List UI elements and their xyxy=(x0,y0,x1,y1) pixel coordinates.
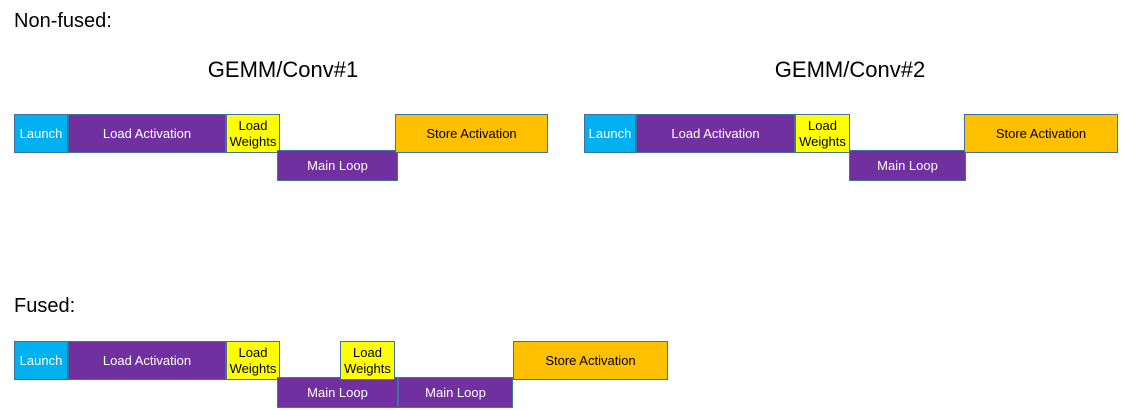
bar-load-weights-1: Load Weights xyxy=(226,341,280,380)
bar-label: Main Loop xyxy=(877,158,938,173)
bar-main-loop: Main Loop xyxy=(277,150,398,181)
bar-label: Load Weights xyxy=(229,117,277,149)
bar-label: Main Loop xyxy=(307,158,368,173)
bar-label: Store Activation xyxy=(545,353,636,368)
bar-label: Store Activation xyxy=(426,126,517,141)
bar-label: Store Activation xyxy=(995,126,1087,141)
bar-launch: Launch xyxy=(14,114,68,153)
bar-label: Load Activation xyxy=(102,353,192,368)
bar-store-activation: Store Activation xyxy=(395,114,548,153)
bar-load-activation: Load Activation xyxy=(636,114,795,153)
bar-label: Load Weights xyxy=(799,117,846,149)
bar-launch: Launch xyxy=(14,341,68,380)
bar-main-loop: Main Loop xyxy=(849,150,966,181)
bar-store-activation: Store Activation xyxy=(513,341,668,380)
bar-load-activation: Load Activation xyxy=(68,114,226,153)
bar-launch: Launch xyxy=(584,114,636,153)
bar-load-activation: Load Activation xyxy=(68,341,226,380)
bar-label: Load Weights xyxy=(344,344,391,376)
bar-label: Load Activation xyxy=(671,126,760,141)
bar-label: Launch xyxy=(19,353,63,368)
bar-load-weights-2: Load Weights xyxy=(340,341,395,380)
bar-main-loop-2: Main Loop xyxy=(398,377,513,408)
bar-store-activation: Store Activation xyxy=(964,114,1118,153)
group-title-gemm-conv-2: GEMM/Conv#2 xyxy=(774,57,926,82)
bar-label: Main Loop xyxy=(307,385,368,400)
bar-main-loop-1: Main Loop xyxy=(277,377,398,408)
bar-label: Launch xyxy=(19,126,63,141)
section-label-fused: Fused: xyxy=(14,295,76,317)
bar-load-weights: Load Weights xyxy=(226,114,280,153)
bar-label: Launch xyxy=(588,126,632,141)
group-title-gemm-conv-1: GEMM/Conv#1 xyxy=(207,57,359,82)
bar-load-weights: Load Weights xyxy=(795,114,850,153)
bar-label: Load Weights xyxy=(229,344,277,376)
section-label-non-fused: Non-fused: xyxy=(14,10,112,32)
bar-label: Main Loop xyxy=(425,385,486,400)
bar-label: Load Activation xyxy=(102,126,192,141)
